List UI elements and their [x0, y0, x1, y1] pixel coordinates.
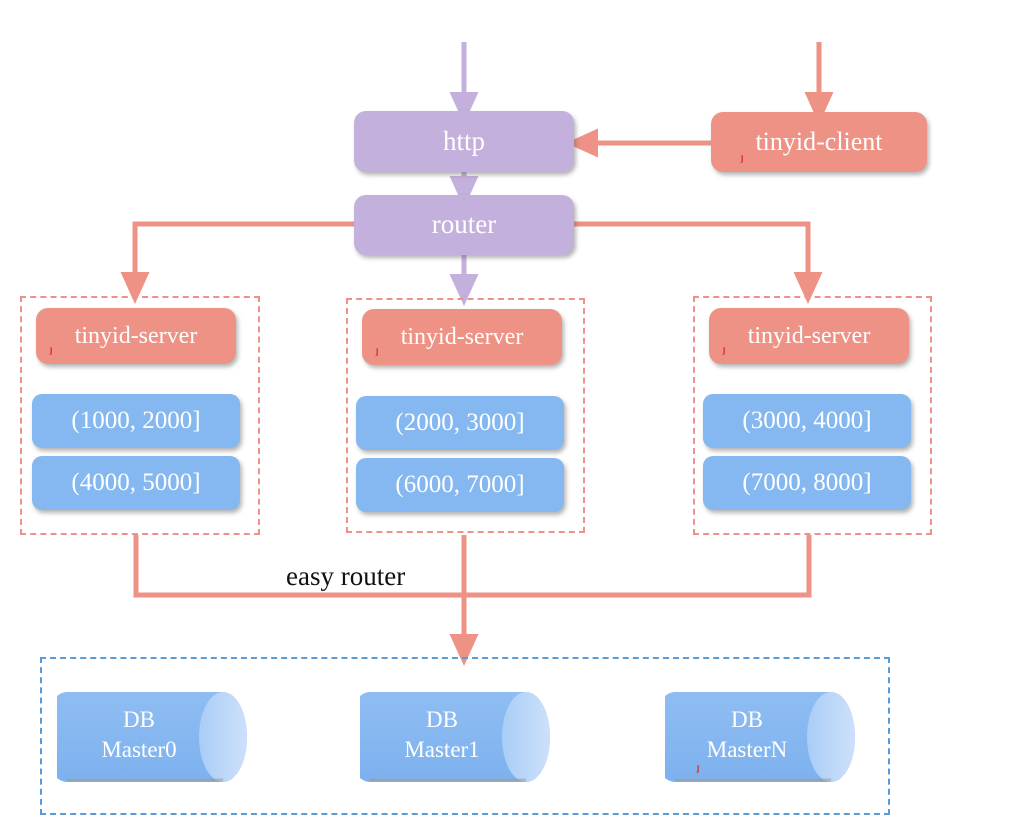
- cylinder-shape: [651, 692, 855, 782]
- segment-label: (4000, 5000]: [71, 469, 201, 497]
- node-tinyid-client[interactable]: tinyid-client ⱼ: [711, 112, 927, 172]
- server-group-2-title[interactable]: tinyid-server ⱼ: [362, 309, 562, 365]
- spellcheck-mark-icon: ⱼ: [697, 759, 700, 774]
- node-tinyid-client-label: tinyid-client: [755, 126, 883, 156]
- node-router-label: router: [431, 209, 497, 240]
- server-group-1-segment-1[interactable]: (1000, 2000]: [32, 394, 240, 448]
- server-group-3-segment-1[interactable]: (3000, 4000]: [703, 394, 911, 448]
- connector-router-to-group-1: [120, 221, 354, 304]
- server-group-1: [20, 296, 260, 535]
- database-cluster-container: [40, 657, 890, 815]
- server-group-1-title-label: tinyid-server: [74, 322, 198, 349]
- connector-router-to-group-3: [574, 221, 823, 304]
- server-group-3-title[interactable]: tinyid-server ⱼ: [709, 308, 909, 364]
- server-group-3-segment-2[interactable]: (7000, 8000]: [703, 456, 911, 510]
- server-group-2-segment-1[interactable]: (2000, 3000]: [356, 396, 564, 450]
- node-http-label: http: [442, 125, 485, 156]
- server-group-2: [346, 298, 585, 533]
- database-master-n[interactable]: DB MasterN ⱼ: [651, 688, 855, 782]
- cylinder-shape: [346, 692, 550, 782]
- server-group-2-segment-2[interactable]: (6000, 7000]: [356, 458, 564, 512]
- segment-label: (2000, 3000]: [395, 409, 525, 437]
- spellcheck-mark-icon: ⱼ: [741, 149, 744, 164]
- spellcheck-mark-icon: ⱼ: [723, 341, 726, 356]
- segment-label: (1000, 2000]: [71, 407, 201, 435]
- server-group-1-segment-2[interactable]: (4000, 5000]: [32, 456, 240, 510]
- server-group-1-title[interactable]: tinyid-server ⱼ: [36, 308, 236, 364]
- spellcheck-mark-icon: ⱼ: [50, 341, 53, 356]
- database-master-0[interactable]: DB Master0: [43, 688, 247, 782]
- server-group-2-title-label: tinyid-server: [400, 323, 524, 350]
- segment-label: (3000, 4000]: [742, 407, 872, 435]
- segment-label: (7000, 8000]: [742, 469, 872, 497]
- node-http[interactable]: http: [354, 111, 574, 172]
- server-group-3: [693, 296, 932, 535]
- server-group-3-title-label: tinyid-server: [747, 322, 871, 349]
- node-router[interactable]: router: [354, 195, 574, 255]
- segment-label: (6000, 7000]: [395, 471, 525, 499]
- spellcheck-mark-icon: ⱼ: [376, 342, 379, 357]
- database-master-1[interactable]: DB Master1: [346, 688, 550, 782]
- connector-group-3-to-bus: [464, 535, 812, 598]
- easy-router-label: easy router: [286, 561, 406, 591]
- cylinder-shape: [43, 692, 247, 782]
